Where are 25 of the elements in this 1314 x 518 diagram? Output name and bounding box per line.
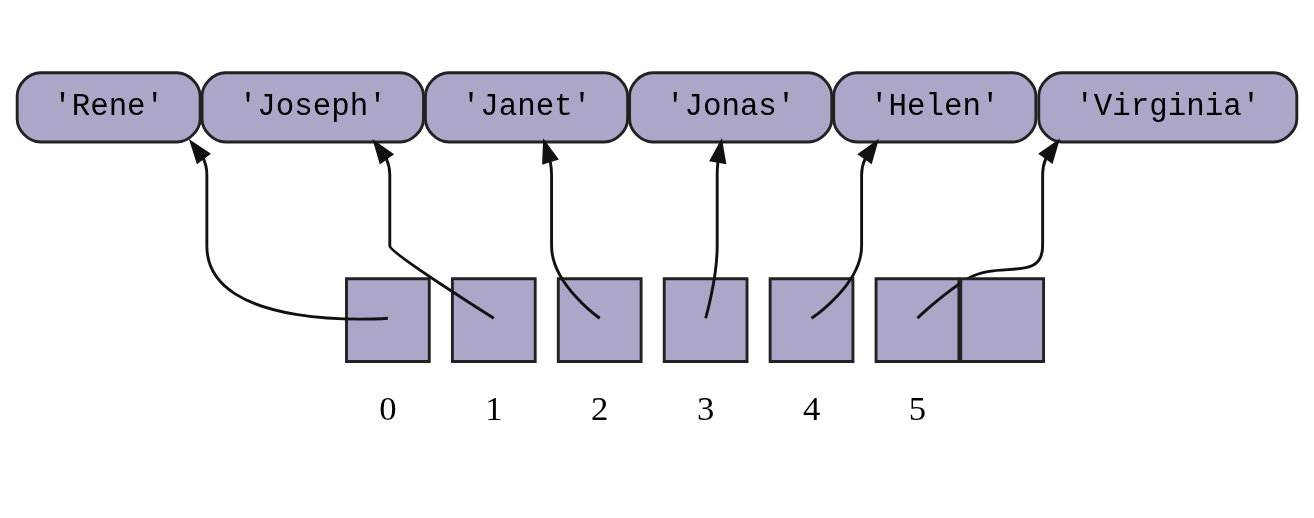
arrow bbox=[542, 137, 601, 319]
node-box: 'Joseph' bbox=[200, 70, 425, 143]
arrow bbox=[810, 138, 879, 319]
node-label: 2 bbox=[591, 388, 609, 427]
node-box bbox=[345, 276, 431, 363]
node-label: 1 bbox=[485, 388, 503, 427]
arrow bbox=[704, 137, 727, 319]
node-box bbox=[874, 276, 961, 363]
node-label: 5 bbox=[908, 388, 927, 427]
node-label: 4 bbox=[802, 388, 821, 427]
node-box: 'Rene' bbox=[15, 70, 202, 143]
arrow bbox=[916, 138, 1061, 319]
arrow bbox=[372, 138, 495, 319]
node-box: 'Jonas' bbox=[628, 70, 834, 143]
node-box bbox=[450, 276, 537, 363]
node-box bbox=[768, 276, 855, 363]
node-box bbox=[959, 276, 1046, 363]
node-label: 3 bbox=[696, 388, 715, 427]
arrow bbox=[188, 138, 388, 321]
node-box: 'Virginia' bbox=[1037, 70, 1299, 143]
node-label: 0 bbox=[379, 388, 397, 427]
node-box: 'Janet' bbox=[424, 70, 630, 143]
node-box bbox=[556, 276, 643, 363]
node-box: 'Helen' bbox=[832, 70, 1038, 143]
node-box bbox=[662, 276, 749, 363]
